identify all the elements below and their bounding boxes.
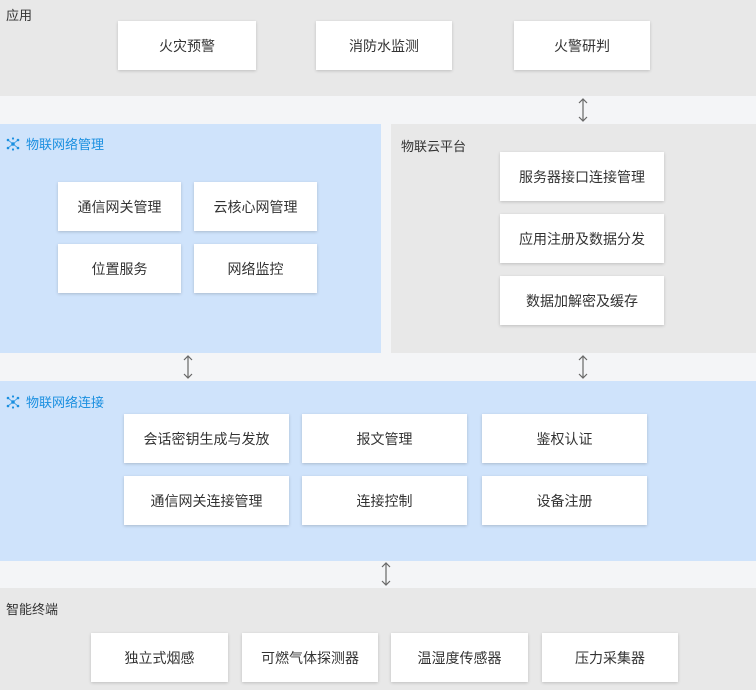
module-location-service: 位置服务 [58,244,181,293]
module-fire-water-monitoring: 消防水监测 [316,21,452,70]
module-device-registration: 设备注册 [482,476,647,525]
double-arrow-icon [577,354,589,380]
iot-cloud-platform-panel: 物联云平台 服务器接口连接管理 应用注册及数据分发 数据加解密及缓存 [391,124,756,353]
double-arrow-icon [380,561,392,587]
device-pressure-collector: 压力采集器 [542,633,678,682]
module-message-management: 报文管理 [302,414,467,463]
smart-terminal-layer: 智能终端 独立式烟感 可燃气体探测器 温湿度传感器 压力采集器 [0,588,756,690]
module-gateway-connection-management: 通信网关连接管理 [124,476,289,525]
application-layer-title: 应用 [6,8,33,23]
iot-network-connection-title: 物联网络连接 [26,395,105,410]
network-icon [6,394,20,409]
module-connection-control: 连接控制 [302,476,467,525]
module-app-registration-data-distribution: 应用注册及数据分发 [500,214,664,263]
module-session-key-generation: 会话密钥生成与发放 [124,414,289,463]
iot-network-management-panel: 物联网络管理 通信网关管理 云核心网管理 位置服务 网络监控 [0,124,381,353]
iot-network-connection-header: 物联网络连接 [6,392,104,411]
iot-network-management-title: 物联网络管理 [26,137,105,152]
module-authentication: 鉴权认证 [482,414,647,463]
network-icon [6,136,20,151]
device-standalone-smoke-detector: 独立式烟感 [91,633,228,682]
module-network-monitoring: 网络监控 [194,244,317,293]
module-fire-warning: 火灾预警 [118,21,256,70]
double-arrow-icon [577,97,589,123]
device-temperature-humidity-sensor: 温湿度传感器 [391,633,528,682]
iot-network-connection-panel: 物联网络连接 会话密钥生成与发放 报文管理 鉴权认证 通信网关连接管理 连接控制… [0,381,756,561]
module-comm-gateway-management: 通信网关管理 [58,182,181,231]
smart-terminal-title: 智能终端 [6,602,59,617]
iot-network-management-header: 物联网络管理 [6,134,104,153]
application-layer: 应用 火灾预警 消防水监测 火警研判 [0,0,756,96]
device-combustible-gas-detector: 可燃气体探测器 [242,633,378,682]
module-cloud-core-network-management: 云核心网管理 [194,182,317,231]
iot-cloud-platform-title: 物联云平台 [401,139,467,154]
module-data-encryption-cache: 数据加解密及缓存 [500,276,664,325]
module-fire-alarm-analysis: 火警研判 [514,21,650,70]
module-server-interface-connection: 服务器接口连接管理 [500,152,664,201]
double-arrow-icon [182,354,194,380]
